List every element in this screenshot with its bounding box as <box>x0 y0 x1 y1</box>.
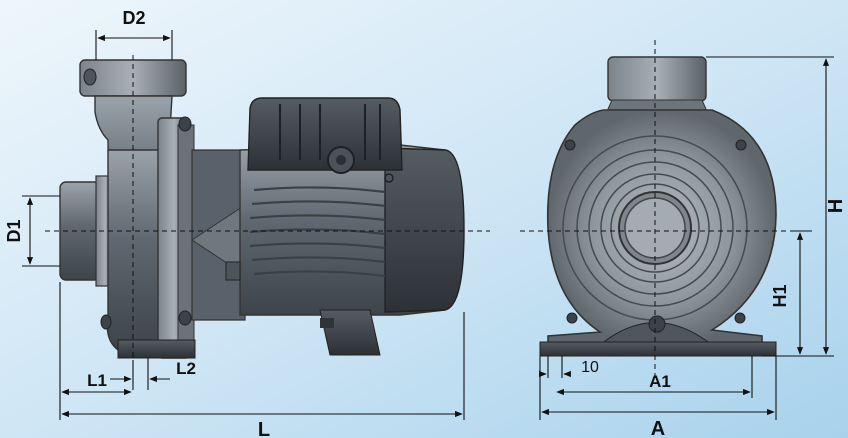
motor-end-cap <box>384 147 465 313</box>
plate-bolt-top <box>178 116 192 132</box>
volute-bolt-left <box>100 314 112 330</box>
plate-bolt-bottom <box>178 310 192 326</box>
front-bolt-bottom-left <box>566 312 578 324</box>
front-outlet-flange <box>607 56 707 102</box>
pump-foot <box>117 339 196 359</box>
dimension-lines <box>22 30 834 420</box>
label-l: L <box>258 419 270 438</box>
label-a: A <box>651 418 665 438</box>
front-bolt-top-left <box>564 139 576 151</box>
label-l2: L2 <box>176 359 196 378</box>
capacitor-plug-center <box>336 155 346 165</box>
label-10: 10 <box>581 359 599 376</box>
label-l1: L1 <box>87 371 107 390</box>
volute-body <box>106 149 161 351</box>
label-d2: D2 <box>122 8 145 28</box>
label-h1: H1 <box>770 284 790 307</box>
motor-foot-block <box>320 318 334 328</box>
front-view-centerlines <box>520 40 808 382</box>
terminal-box-ribs <box>279 104 381 160</box>
motor-screw <box>384 173 394 183</box>
label-h: H <box>825 199 847 213</box>
label-a1: A1 <box>649 372 671 391</box>
motor-side-nut <box>225 261 241 281</box>
side-view-pump <box>59 59 465 359</box>
front-view-pump <box>539 56 777 357</box>
front-base-foot <box>539 341 777 357</box>
terminal-box <box>247 97 403 171</box>
front-drain-plug <box>648 315 666 333</box>
motor-foot <box>319 309 381 356</box>
label-d1: D1 <box>4 219 24 242</box>
outlet-bolt <box>83 68 97 86</box>
side-view-centerlines <box>45 55 490 382</box>
front-bolt-bottom-right <box>734 312 746 324</box>
front-bolt-top-right <box>735 139 747 151</box>
